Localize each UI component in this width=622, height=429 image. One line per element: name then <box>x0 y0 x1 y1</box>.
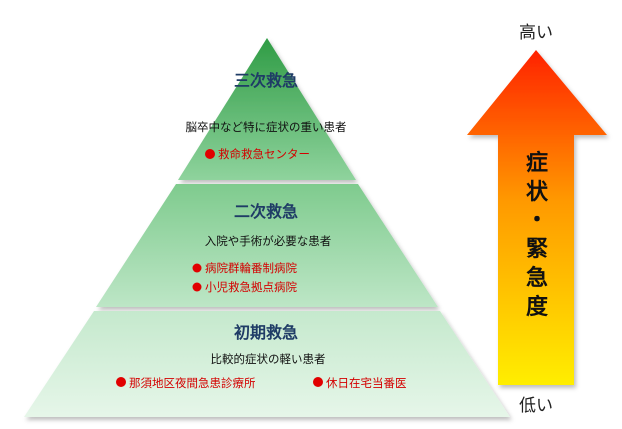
bullet-icon <box>116 377 126 387</box>
tier-title-tertiary: 三次救急 <box>234 71 298 90</box>
bullet-icon <box>205 149 215 159</box>
tier-description-secondary: 入院や手術が必要な患者 <box>205 234 332 248</box>
pyramid-tier-bottom <box>24 311 510 417</box>
tier-description-primary: 比較的症状の軽い患者 <box>211 352 326 366</box>
arrow-label-char-3: ・ <box>526 208 548 233</box>
bullet-icon <box>192 282 202 292</box>
tier-item-primary-1: 那須地区夜間急患診療所 <box>129 376 256 390</box>
severity-arrow <box>467 50 607 385</box>
tier-title-primary: 初期救急 <box>234 323 298 342</box>
arrow-label-char-4: 緊 <box>526 237 548 262</box>
tier-item-primary-2: 休日在宅当番医 <box>326 376 407 390</box>
pyramid-tier-middle <box>96 184 438 307</box>
pyramid-tier-top <box>178 38 356 180</box>
low-label: 低い <box>519 396 553 416</box>
tier-item-secondary-2: 小児救急拠点病院 <box>205 280 297 294</box>
bullet-icon <box>313 377 323 387</box>
arrow-label-char-6: 度 <box>526 294 549 320</box>
bullet-icon <box>192 263 202 273</box>
tier-item-tertiary-1: 救命救急センター <box>218 147 310 161</box>
high-label: 高い <box>519 23 553 43</box>
arrow-label-char-2: 状 <box>526 180 549 205</box>
arrow-label-char-5: 急 <box>526 265 548 291</box>
arrow-label-char-1: 症 <box>526 150 548 176</box>
tier-item-secondary-1: 病院群輪番制病院 <box>205 261 297 275</box>
tier-title-secondary: 二次救急 <box>234 202 298 221</box>
tier-description-tertiary: 脳卒中など特に症状の重い患者 <box>186 120 347 134</box>
